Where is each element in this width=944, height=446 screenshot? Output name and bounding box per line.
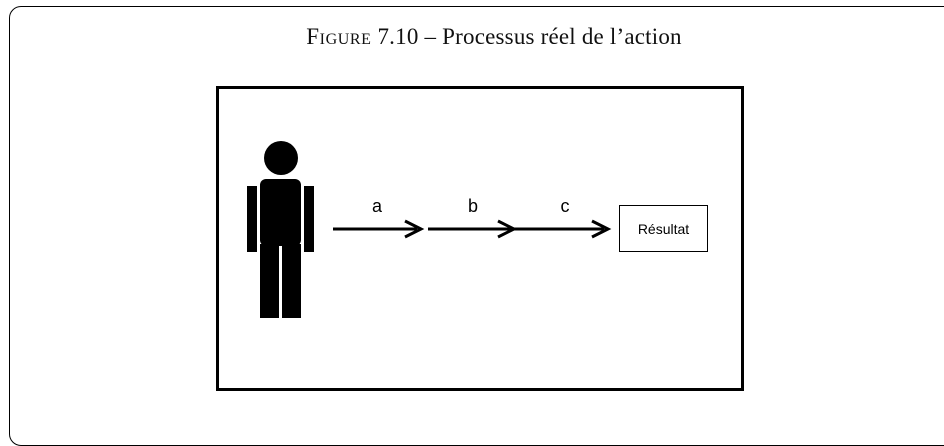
step-label-c: c [560, 196, 570, 216]
figure-dash: – [424, 24, 437, 49]
diagram-canvas [247, 141, 612, 318]
figure-number: 7.10 [377, 24, 419, 49]
step-label-b: b [467, 196, 479, 216]
figure-word: Figure [306, 24, 372, 49]
person-left-leg [260, 244, 279, 318]
person-icon [247, 141, 314, 318]
diagram-panel: a b c Résultat [216, 86, 744, 391]
person-head [264, 141, 298, 175]
step-label-a: a [371, 196, 383, 216]
person-right-arm [304, 186, 314, 252]
arrow-a [333, 219, 425, 239]
person-right-leg [282, 244, 301, 318]
result-label: Résultat [637, 220, 690, 237]
figure-caption: Figure 7.10 – Processus réel de l’action [0, 24, 944, 50]
person-torso [260, 179, 301, 246]
figure-title: Processus réel de l’action [442, 24, 682, 49]
result-box: Résultat [619, 205, 708, 252]
arrow-c [496, 219, 612, 239]
person-left-arm [247, 186, 257, 252]
